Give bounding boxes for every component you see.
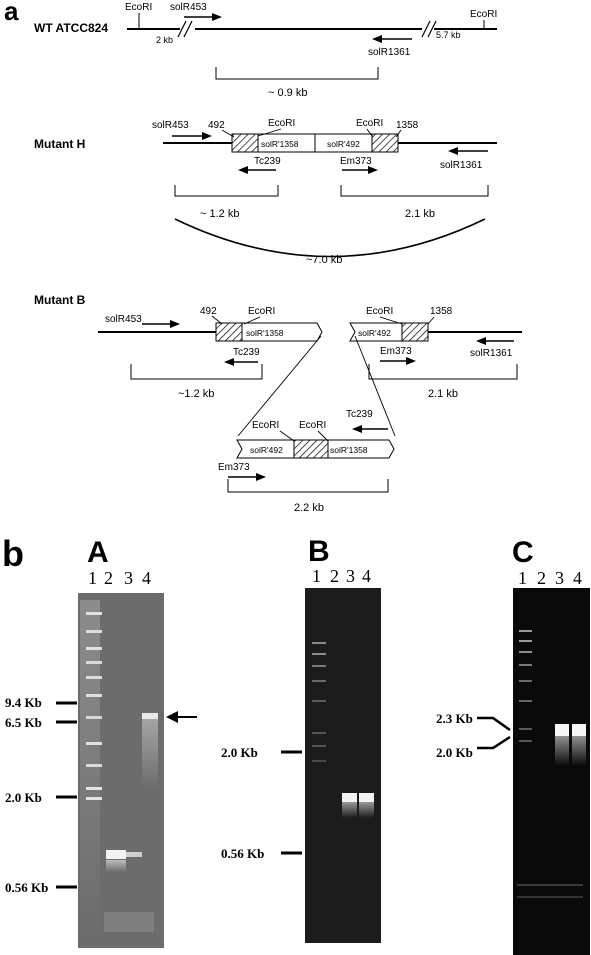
- mutant-b-title: Mutant B: [34, 293, 86, 307]
- mutant-h-reverse-arrow: [448, 147, 488, 155]
- wt-span-label: ~ 0.9 kb: [268, 87, 307, 99]
- gel-a-label: A: [87, 536, 109, 569]
- gel-c-marker-bracket-1: [477, 716, 511, 732]
- gel-b-lane-3: 3: [346, 566, 355, 586]
- mutant-b-tc-left-label: Tc239: [233, 347, 260, 358]
- mutant-b-ins-tc-arrow: [352, 425, 388, 433]
- mutant-h-ecori-2: EcoRI: [356, 118, 383, 129]
- wt-primer-fwd-label: solR453: [170, 2, 207, 13]
- gel-a-lane-4: 4: [142, 568, 151, 588]
- mutant-b-em-right-label: Em373: [380, 346, 412, 357]
- gel-c-lane-2: 2: [537, 568, 546, 588]
- wt-span-bracket: [215, 67, 379, 80]
- mutant-b-tc-left-arrow: [224, 358, 258, 366]
- mutant-b-ins-span: 2.2 kb: [294, 502, 324, 514]
- mutant-b-ins-bracket: [227, 479, 389, 493]
- gel-a-lane-1: 1: [88, 568, 97, 588]
- gel-b-marker-1: 2.0 Kb: [221, 745, 258, 760]
- mutant-b-primer-rev-label: solR1361: [470, 348, 513, 359]
- mutant-h-right-bracket: [340, 185, 489, 197]
- mutant-b-box-right: solR'492: [358, 328, 391, 338]
- mutant-h-schematic: Mutant H solR'1358 solR'492 solR453 492 …: [34, 118, 497, 266]
- mutant-b-span-right: 2.1 kb: [428, 388, 458, 400]
- mutant-h-span-total: ~7.0 kb: [306, 254, 342, 266]
- mutant-h-span-left: ~ 1.2 kb: [200, 208, 239, 220]
- mutant-h-pos-right: 1358: [396, 120, 419, 131]
- mutant-b-ins-ecori-2: EcoRI: [299, 420, 326, 431]
- gel-a-marker-2: 6.5 Kb: [5, 715, 42, 730]
- wt-reverse-arrow: [372, 35, 412, 43]
- gel-c: C 1 2 3 4 2.3 Kb 2.0 Kb: [436, 536, 590, 955]
- gel-a-marker-1: 9.4 Kb: [5, 695, 42, 710]
- gel-b-marker-2: 0.56 Kb: [221, 846, 264, 861]
- mutant-b-reverse-arrow: [476, 337, 514, 345]
- gel-c-marker-bracket-2: [477, 735, 511, 750]
- mutant-h-forward-arrow: [172, 132, 212, 140]
- mutant-h-tc-label: Tc239: [254, 156, 281, 167]
- wt-ecori-left: EcoRI: [125, 2, 152, 13]
- mutant-b-box-left: solR'1358: [246, 328, 284, 338]
- mutant-h-ecori-1: EcoRI: [268, 118, 295, 129]
- gel-b-lane-1: 1: [312, 566, 321, 586]
- gel-a-band-arrow: [166, 711, 197, 723]
- mutant-h-primer-fwd-label: solR453: [152, 120, 189, 131]
- mutant-b-left-bracket: [130, 364, 263, 380]
- gel-b-image: [305, 588, 381, 943]
- gel-c-label: C: [512, 536, 534, 569]
- mutant-b-ins-em-label: Em373: [218, 462, 250, 473]
- mutant-b-right-bracket: [368, 364, 518, 380]
- panel-a-letter: a: [4, 0, 19, 26]
- mutant-b-ecori-right: EcoRI: [366, 306, 393, 317]
- wt-ecori-right: EcoRI: [470, 9, 497, 20]
- mutant-h-box-2: solR'492: [327, 139, 360, 149]
- gel-c-lane-3: 3: [555, 568, 564, 588]
- mutant-b-ins-em-arrow: [228, 473, 266, 481]
- mutant-b-ins-box-1: solR'492: [250, 445, 283, 455]
- mutant-b-ins-tc-label: Tc239: [346, 409, 373, 420]
- mutant-h-left-bracket: [174, 185, 279, 197]
- gel-a-lane-2: 2: [104, 568, 113, 588]
- mutant-b-ins-box-2: solR'1358: [330, 445, 368, 455]
- mutant-h-em-arrow: [342, 166, 378, 174]
- wt-schematic: WT ATCC824 EcoRI EcoRI 2 kb 5.7 kb solR4…: [34, 2, 497, 99]
- gel-c-lane-4: 4: [573, 568, 582, 588]
- gel-c-lane-1: 1: [518, 568, 527, 588]
- wt-gap-right: 5.7 kb: [436, 30, 461, 40]
- wt-gap-left: 2 kb: [156, 35, 173, 45]
- mutant-h-total-arc: [174, 218, 486, 258]
- mutant-b-em-right-arrow: [380, 357, 416, 365]
- mutant-b-ecori-left: EcoRI: [248, 306, 275, 317]
- panel-b-letter: b: [2, 533, 24, 574]
- gel-c-marker-2: 2.0 Kb: [436, 745, 473, 760]
- mutant-h-primer-rev-label: solR1361: [440, 160, 483, 171]
- mutant-h-span-right: 2.1 kb: [405, 208, 435, 220]
- gel-a-marker-4: 0.56 Kb: [5, 880, 48, 895]
- wt-primer-rev-label: solR1361: [368, 47, 411, 58]
- gel-a-lane-3: 3: [124, 568, 133, 588]
- gel-b-lane-4: 4: [362, 566, 371, 586]
- mutant-b-forward-arrow: [142, 320, 180, 328]
- gel-b: B 1 2 3 4 2.0 Kb 0.56 Kb: [221, 535, 381, 943]
- mutant-h-tc-arrow: [238, 166, 276, 174]
- mutant-b-schematic: Mutant B solR'1358 solR453 492 EcoRI Tc2…: [34, 293, 522, 514]
- wt-title: WT ATCC824: [34, 21, 108, 35]
- gel-b-lane-2: 2: [330, 566, 339, 586]
- mutant-b-ins-ecori-1: EcoRI: [252, 420, 279, 431]
- mutant-b-primer-fwd-label: solR453: [105, 314, 142, 325]
- mutant-b-pos-left: 492: [200, 306, 217, 317]
- mutant-h-em-label: Em373: [340, 156, 372, 167]
- mutant-h-pos-left: 492: [208, 120, 225, 131]
- mutant-b-span-left: ~1.2 kb: [178, 388, 214, 400]
- mutant-h-box-1: solR'1358: [261, 139, 299, 149]
- gel-c-image: [513, 588, 590, 955]
- wt-forward-arrow: [184, 13, 222, 21]
- gel-b-label: B: [308, 535, 330, 568]
- gel-a-marker-3: 2.0 Kb: [5, 790, 42, 805]
- mutant-b-pos-right: 1358: [430, 306, 453, 317]
- gel-c-marker-1: 2.3 Kb: [436, 711, 473, 726]
- mutant-h-title: Mutant H: [34, 137, 85, 151]
- gel-a: A 1 2 3 4 9.4 Kb 6.5 Kb 2.0 Kb 0.56 Kb: [5, 536, 197, 948]
